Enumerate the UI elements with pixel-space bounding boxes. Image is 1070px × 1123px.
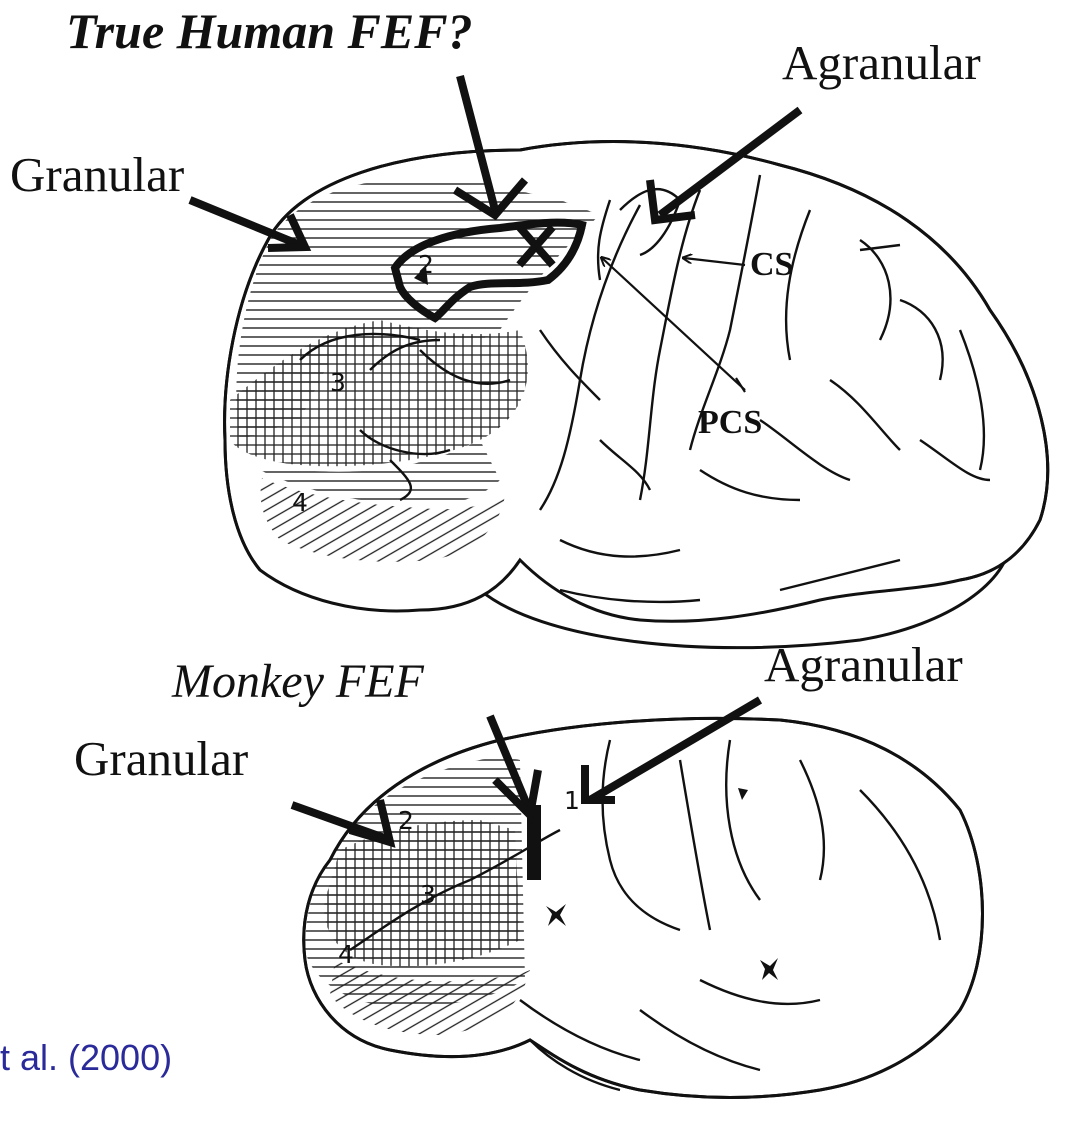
monkey-agranular-label: Agranular — [764, 640, 963, 689]
human-area-4-label: 4 — [292, 490, 308, 515]
monkey-area-3-label: 3 — [420, 882, 436, 907]
human-cs-label: CS — [750, 248, 793, 282]
monkey-area-4-label: 4 — [338, 942, 354, 967]
monkey-area-1-label: 1 — [564, 788, 580, 813]
human-agranular-label: Agranular — [782, 38, 981, 87]
monkey-fef-title: Monkey FEF — [172, 658, 424, 706]
monkey-granular-label: Granular — [74, 734, 248, 783]
human-granular-label: Granular — [10, 150, 184, 199]
human-fef-title: True Human FEF? — [66, 6, 473, 56]
monkey-area-2-label: 2 — [398, 808, 414, 833]
human-area-3-label: 3 — [330, 370, 346, 395]
human-area-2-label: 2 — [418, 252, 434, 277]
human-brain — [190, 76, 1048, 648]
citation: t al. (2000) — [0, 1040, 172, 1076]
monkey-brain — [292, 700, 983, 1098]
human-pcs-label: PCS — [698, 406, 762, 440]
